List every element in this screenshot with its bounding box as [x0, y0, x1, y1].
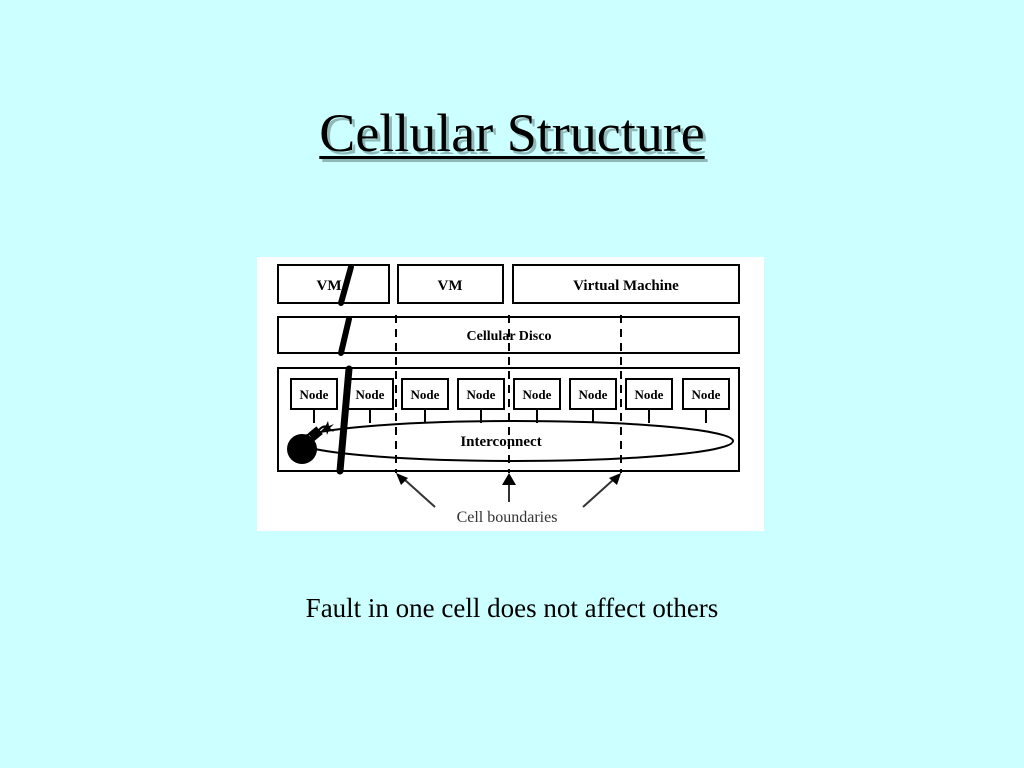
node-box: Node: [569, 378, 617, 423]
slide-caption: Fault in one cell does not affect others: [305, 593, 719, 623]
vm-box: [397, 264, 504, 304]
slide-title: Cellular Structure: [319, 103, 705, 163]
node-label: Node: [411, 387, 440, 402]
virtual-machine-label: Virtual Machine: [573, 278, 679, 294]
vm-box-failed-label: VM: [317, 278, 342, 294]
node-label: Node: [356, 387, 385, 402]
cell-boundaries-label: Cell boundaries: [457, 509, 558, 526]
vm-box-failed: [277, 264, 390, 304]
fault-slash-mark: [336, 365, 353, 475]
node-label: Node: [300, 387, 329, 402]
node-box: Node: [401, 378, 449, 423]
node-label: Node: [635, 387, 664, 402]
vm-box-label: VM: [438, 278, 463, 294]
node-label: Node: [692, 387, 721, 402]
cell-boundaries-arrows: [396, 473, 621, 508]
fault-slash-mark: [338, 264, 354, 306]
fault-slash-mark: [338, 316, 352, 356]
node-box: Node: [513, 378, 561, 423]
node-label: Node: [523, 387, 552, 402]
bomb-icon: [287, 421, 334, 464]
diagram-canvas: VM VM Virtual Machine Cellular Disco Int…: [277, 264, 740, 526]
interconnect-label: Interconnect: [460, 434, 541, 450]
node-label: Node: [467, 387, 496, 402]
virtual-machine-box: [512, 264, 740, 304]
nodes-group: Node Node Node Node Node Node Node Node: [290, 378, 730, 423]
node-box: Node: [682, 378, 730, 423]
node-label: Node: [579, 387, 608, 402]
cellular-structure-diagram: VM VM Virtual Machine Cellular Disco Int…: [257, 257, 764, 531]
node-box: Node: [625, 378, 673, 423]
node-box: Node: [457, 378, 505, 423]
node-box: Node: [290, 378, 338, 423]
